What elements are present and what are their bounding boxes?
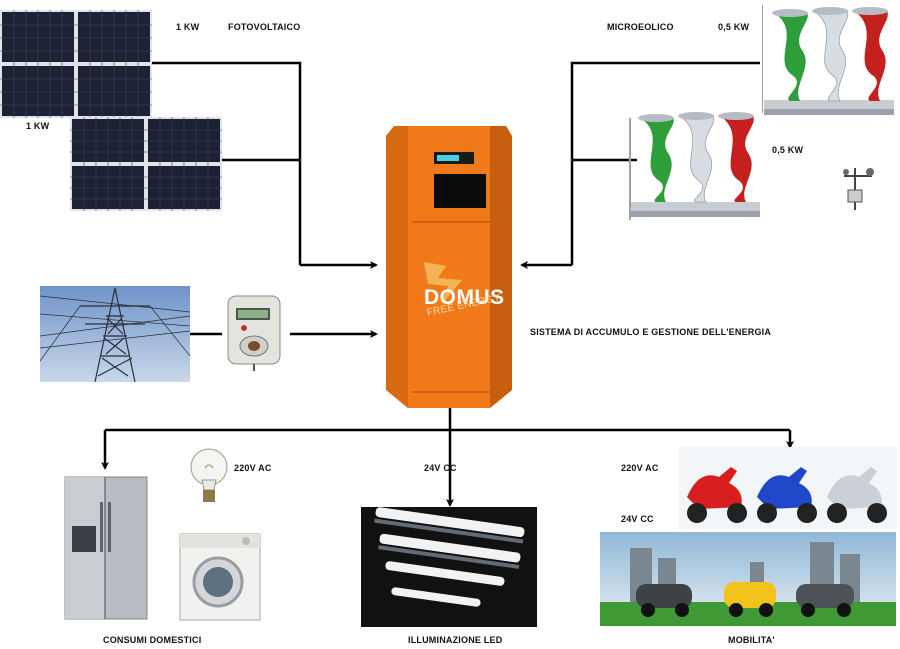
weather-station-icon xyxy=(843,168,874,210)
domus-brand-label: DOMUS xyxy=(424,286,505,309)
domus-storage-unit: DOMUS FREE ENERGY xyxy=(386,122,512,408)
washing-machine-image xyxy=(179,533,261,621)
solar-panel-bottom xyxy=(70,117,222,211)
wind-name-label: MICROEOLICO xyxy=(607,22,674,32)
power-grid-image xyxy=(40,286,190,382)
solar-name-label: FOTOVOLTAICO xyxy=(228,22,301,32)
ac-home-label: 220V AC xyxy=(234,463,272,473)
wind-turbine-group-bottom xyxy=(629,112,760,220)
led-caption: ILLUMINAZIONE LED xyxy=(408,635,503,645)
mobility-caption: MOBILITA' xyxy=(728,635,775,645)
wind-top-line xyxy=(570,61,760,265)
wind-bottom-power-label: 0,5 KW xyxy=(772,145,804,155)
energy-meter-icon xyxy=(227,295,281,371)
dc-mobility-label: 24V CC xyxy=(621,514,654,524)
scooters-image xyxy=(679,447,897,529)
solar-panel-top xyxy=(0,10,152,118)
wind-top-power-label: 0,5 KW xyxy=(718,22,750,32)
cars-city-image xyxy=(600,532,896,626)
dc-led-label: 24V CC xyxy=(424,463,457,473)
refrigerator-image xyxy=(64,476,148,620)
unit-description-label: SISTEMA DI ACCUMULO E GESTIONE DELL'ENER… xyxy=(530,327,772,337)
home-caption: CONSUMI DOMESTICI xyxy=(103,635,202,645)
wind-turbine-group-top xyxy=(762,5,894,115)
solar-top-line xyxy=(152,61,302,265)
solar-bottom-power-label: 1 KW xyxy=(26,121,50,131)
ac-mobility-label: 220V AC xyxy=(621,463,659,473)
light-bulb-icon xyxy=(190,448,228,502)
solar-top-power-label: 1 KW xyxy=(176,22,200,32)
led-lighting-image xyxy=(361,507,537,627)
